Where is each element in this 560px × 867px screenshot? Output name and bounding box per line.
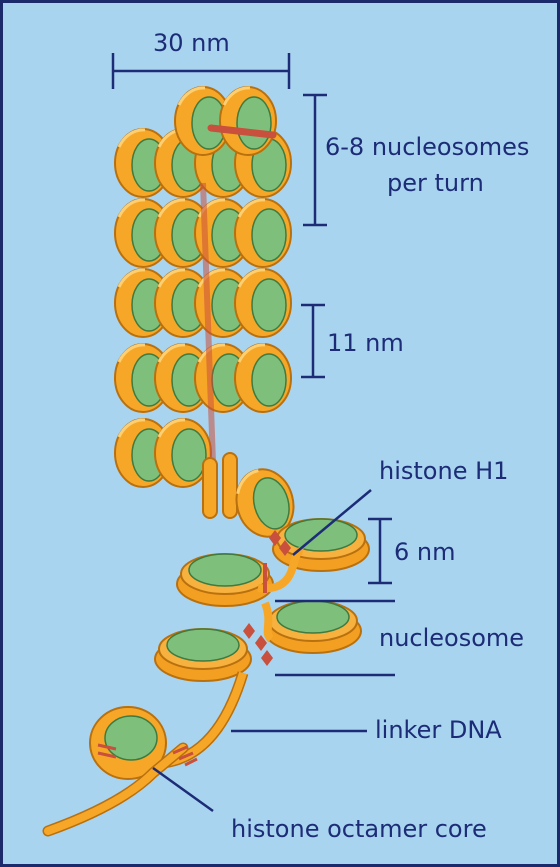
solenoid-fiber [115,87,291,487]
label-linker-dna: linker DNA [375,716,502,745]
label-nucleosome: nucleosome [379,624,524,653]
label-30nm: 30 nm [153,29,230,58]
linker-and-core [48,673,243,831]
label-6nm: 6 nm [394,538,456,567]
label-nucleosomes-per-turn-line1: 6-8 nucleosomes [325,133,529,162]
label-histone-octamer-core: histone octamer core [231,815,487,844]
label-nucleosomes-per-turn-line2: per turn [387,169,484,198]
label-histone-h1: histone H1 [379,457,508,486]
label-11nm: 11 nm [327,329,404,358]
